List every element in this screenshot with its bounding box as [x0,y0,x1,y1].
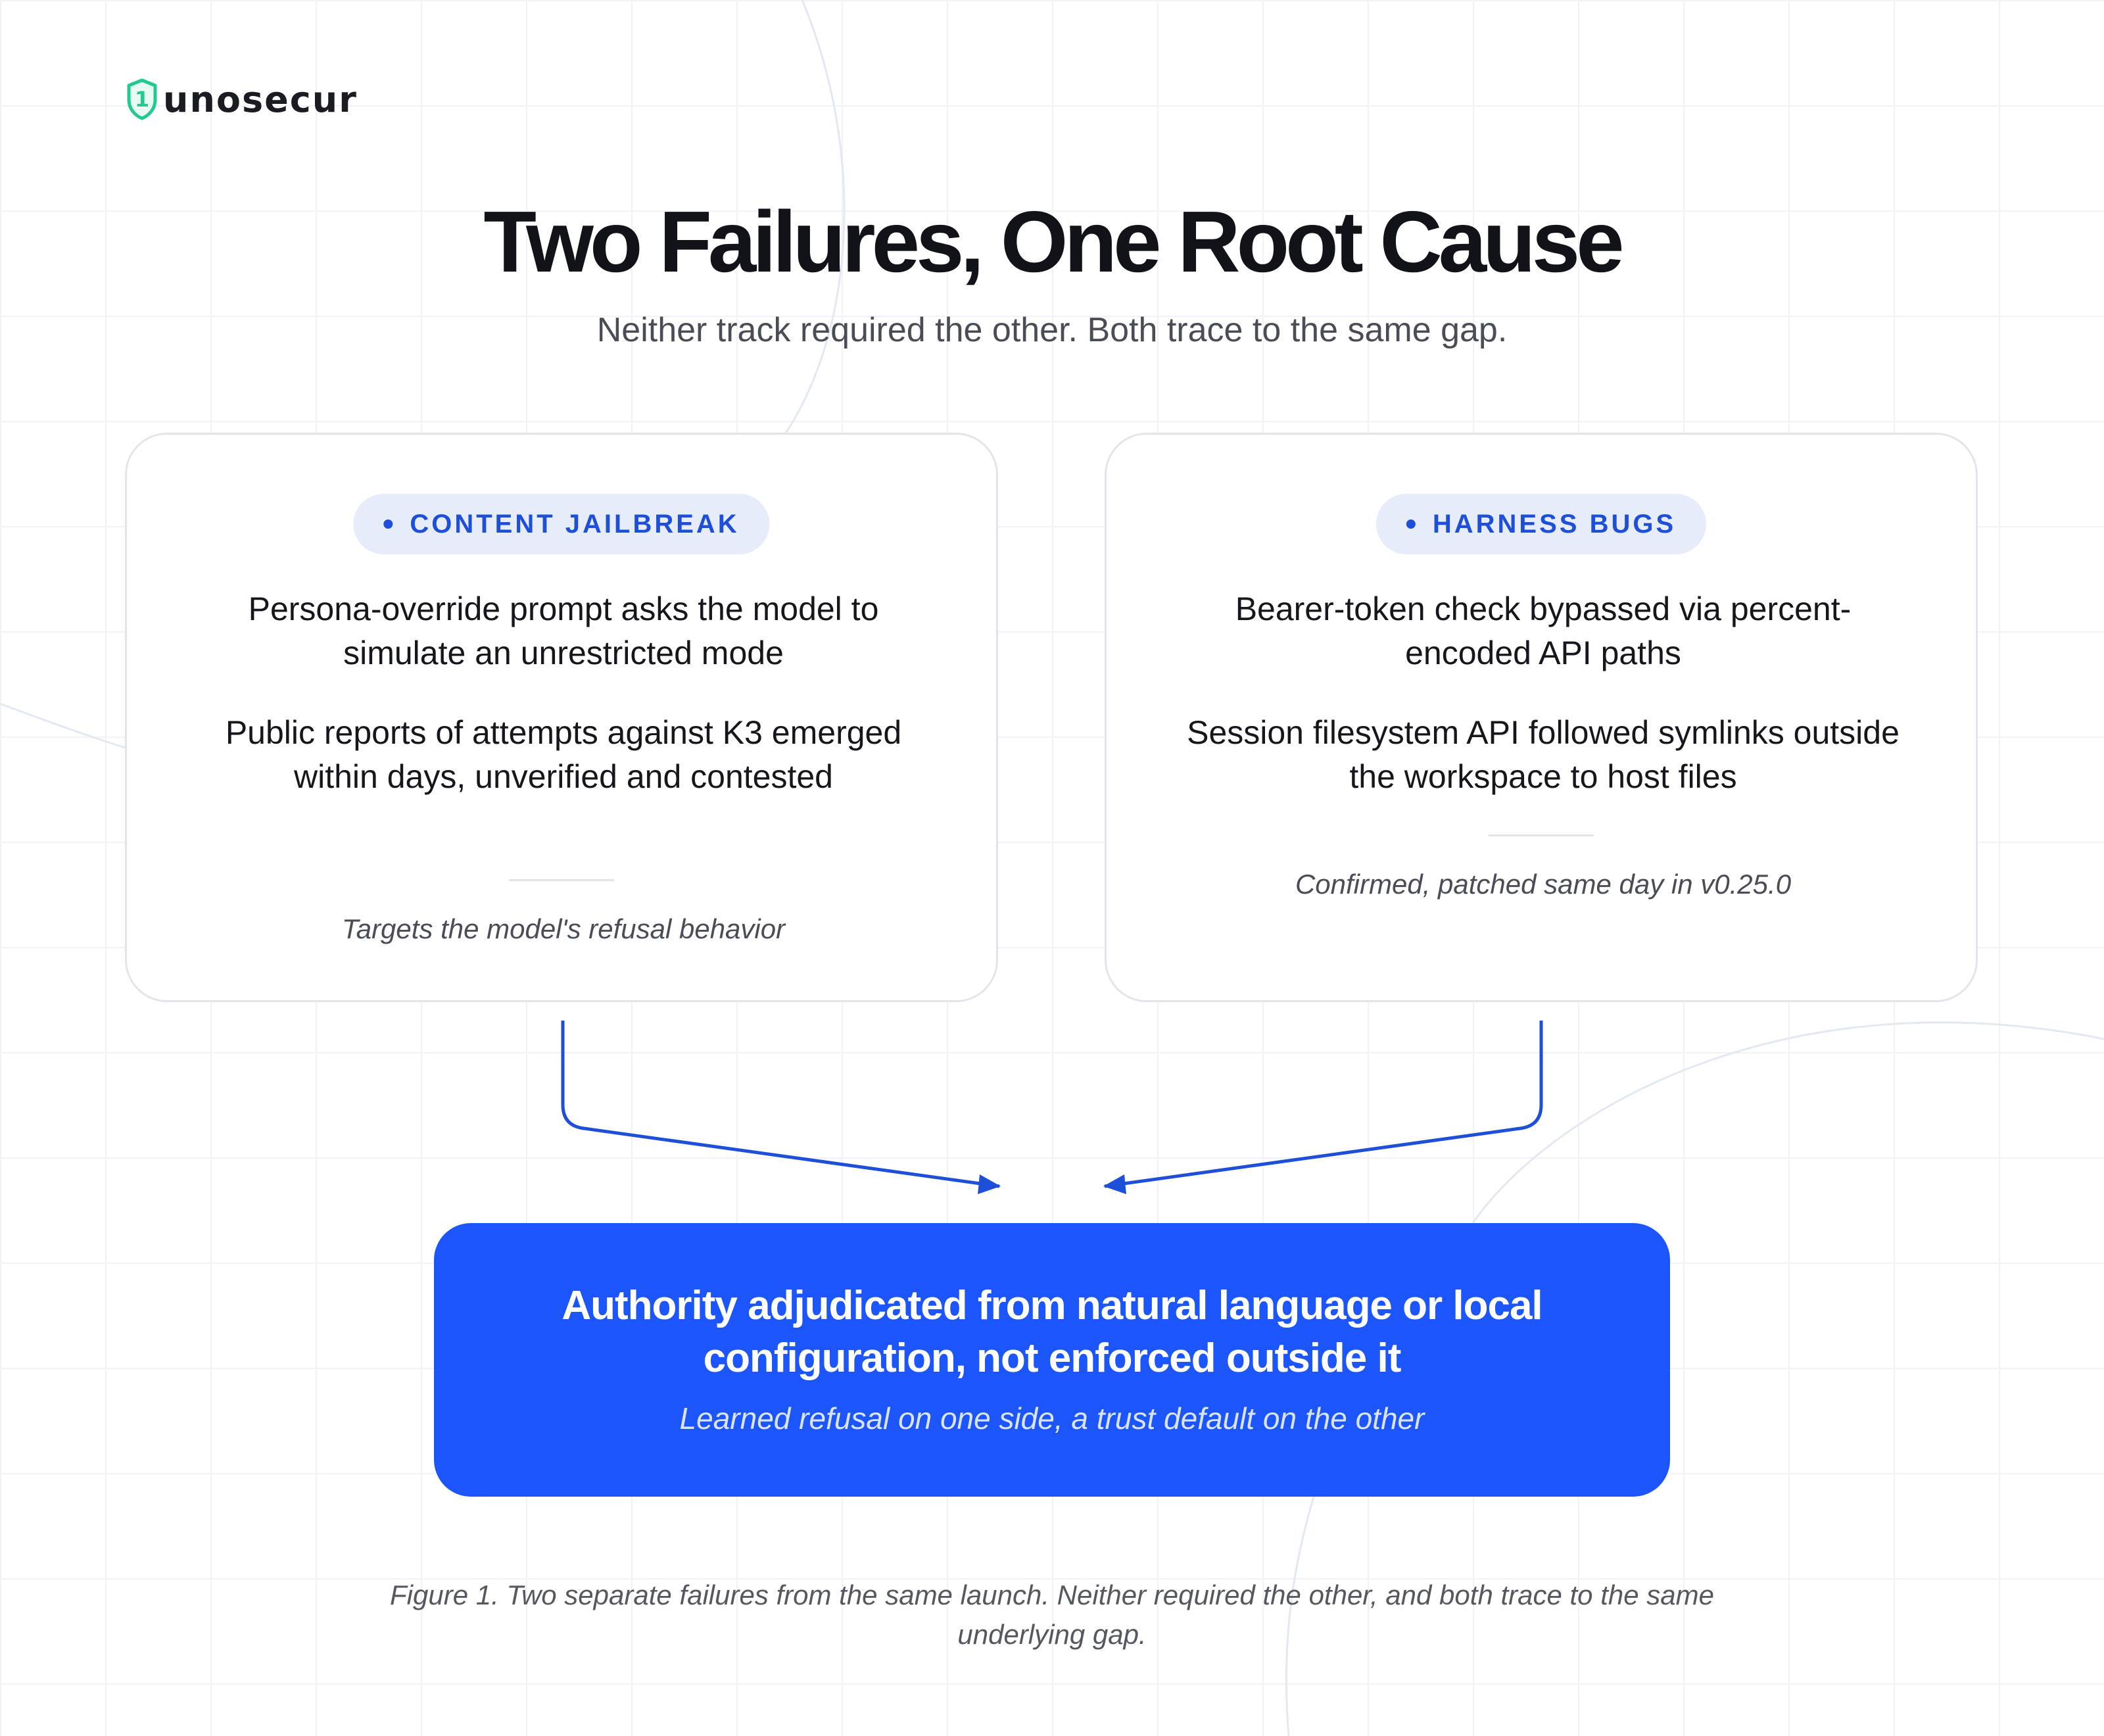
card-divider [509,879,614,881]
card-divider [1489,834,1594,836]
logo-glyph: 1 [135,87,149,112]
track-note: Confirmed, patched same day in v0.25.0 [1295,869,1792,900]
bg-curve-bottom [1285,1492,1316,1736]
brand-logo: 1 unosecur [125,78,358,121]
bullet-dot-icon [383,519,393,529]
arrow-left-to-root [561,1021,1000,1188]
root-cause-subtitle: Learned refusal on one side, a trust def… [679,1401,1425,1435]
arrowhead-right-icon [1103,1174,1126,1194]
card-harness-bugs: HARNESS BUGS Bearer-token check bypassed… [1105,433,1978,1002]
track-note: Targets the model's refusal behavior [341,913,786,944]
page-subtitle: Neither track required the other. Both t… [596,311,1508,349]
track-badge: CONTENT JAILBREAK [353,494,770,554]
track-label: CONTENT JAILBREAK [410,509,740,539]
root-cause-box: Authority adjudicated from natural langu… [434,1223,1670,1497]
shield-logo-icon: 1 [127,78,157,120]
track-point: Public reports of attempts against K3 em… [225,714,902,795]
track-point: Persona-override prompt asks the model t… [248,591,879,671]
bullet-dot-icon [1406,519,1416,529]
bg-curve-left [0,702,132,751]
root-cause-title: Authority adjudicated from natural langu… [562,1283,1542,1381]
arrow-right-to-root [1104,1021,1543,1188]
track-label: HARNESS BUGS [1432,509,1677,539]
track-badge: HARNESS BUGS [1375,494,1707,554]
track-point: Bearer-token check bypassed via percent-… [1235,591,1852,671]
figure-caption: Figure 1. Two separate failures from the… [390,1579,1714,1650]
arrowhead-left-icon [978,1174,1001,1194]
page-title: Two Failures, One Root Cause [483,193,1624,290]
card-content-jailbreak: CONTENT JAILBREAK Persona-override promp… [125,433,998,1002]
track-point: Session filesystem API followed symlinks… [1187,714,1900,795]
brand-wordmark: unosecur [163,78,358,120]
bg-curve-top [775,0,846,448]
bg-curve-right [1471,1021,2104,1224]
